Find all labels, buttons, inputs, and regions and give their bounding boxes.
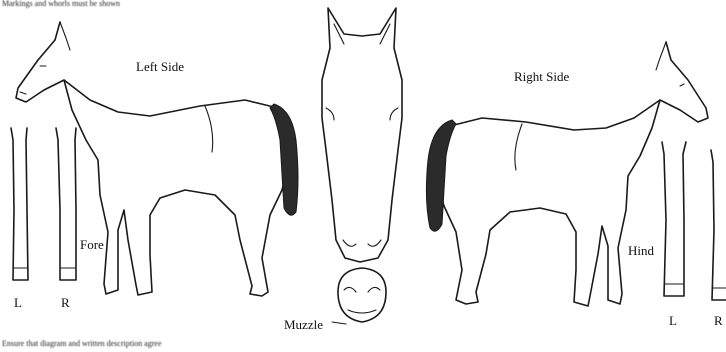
hind-left-label: L — [669, 314, 677, 327]
hind-right-label: R — [714, 314, 723, 327]
fore-right-label: R — [61, 296, 70, 309]
header-note: Markings and whorls must be shown — [2, 0, 120, 8]
fore-left-label: L — [14, 296, 22, 309]
left-side-label: Left Side — [136, 60, 184, 73]
muzzle-pointer — [332, 322, 346, 324]
fore-legs — [11, 128, 76, 280]
right-side-label: Right Side — [514, 70, 569, 83]
front-head — [322, 8, 402, 262]
hind-label: Hind — [628, 244, 654, 257]
muzzle-label: Muzzle — [284, 318, 323, 331]
hind-legs — [662, 142, 726, 300]
muzzle-drawing — [338, 268, 386, 322]
footer-note: Ensure that diagram and written descript… — [2, 340, 162, 348]
fore-label: Fore — [80, 238, 104, 251]
